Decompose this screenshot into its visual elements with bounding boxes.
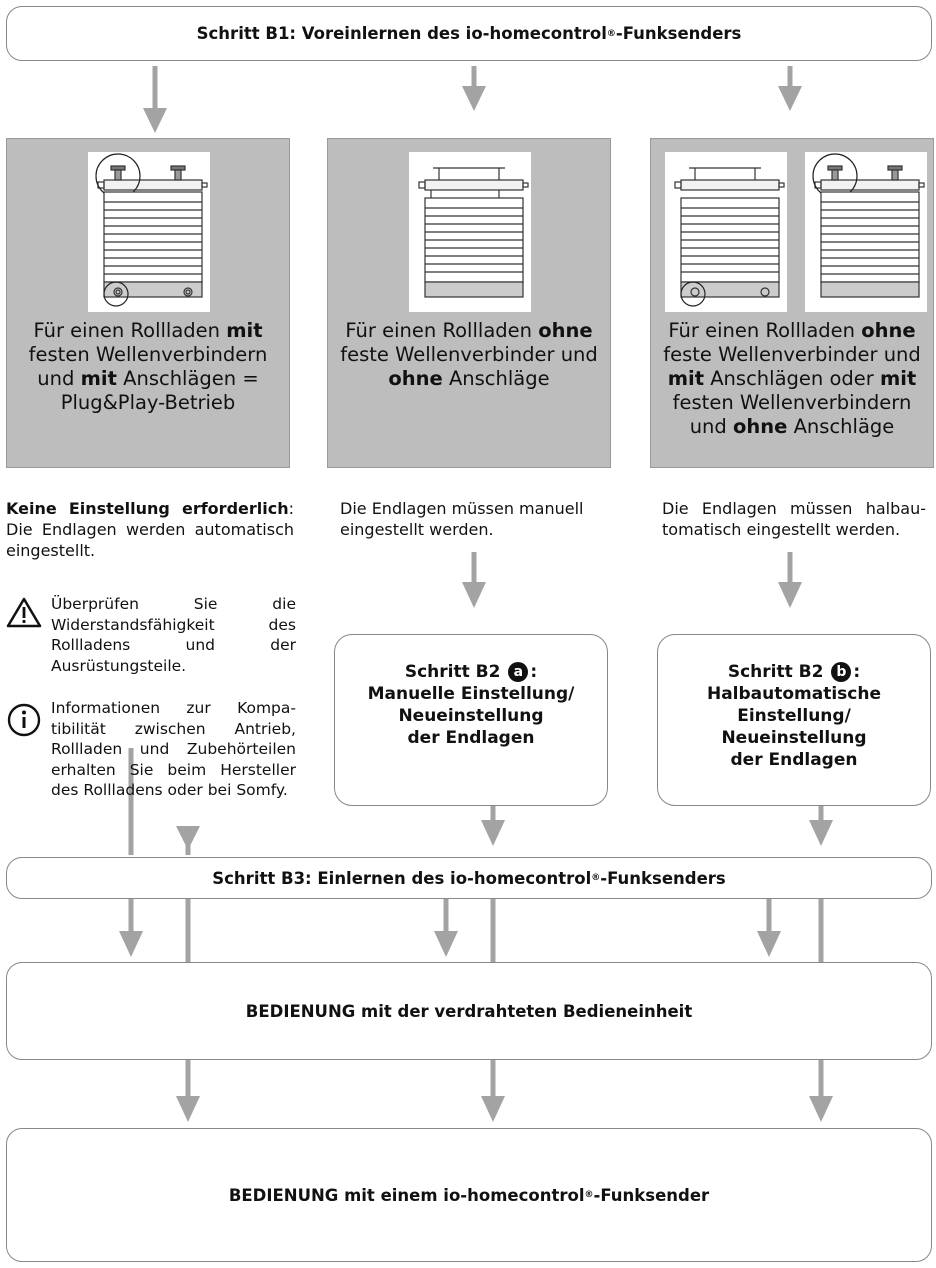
step-b2b-line: Einstellung/ [737, 706, 851, 726]
roller-shutter-image [805, 152, 927, 312]
roller-shutter-icon [418, 167, 529, 298]
step-b2b-title: Schritt B2 [727, 662, 824, 682]
panel-plug-and-play: Für einen Rollladen mit festen Wellenver… [6, 138, 290, 468]
middle-note-text: Die Endlagen müssen manuell eingestellt … [340, 499, 584, 539]
roller-shutter-image [665, 152, 787, 312]
info-circle-icon [7, 703, 41, 737]
radio-operation-label: BEDIENUNG mit einem io-homecontrol [228, 1185, 585, 1205]
step-b3-suffix: -Funksenders [600, 868, 726, 888]
panel-manual: Für einen Rollladen ohne feste Wellenver… [327, 138, 611, 468]
radio-operation-box: BEDIENUNG mit einem io-homecontrol®-Funk… [6, 1128, 932, 1262]
roller-shutter-icon [812, 153, 925, 298]
middle-note: Die Endlagen müssen manuell eingestellt … [340, 498, 610, 540]
step-b2b-line: der Endlagen [730, 750, 858, 770]
badge-a-icon: a [508, 662, 529, 682]
right-note-text: Die Endlagen müssen halbau-tomatisch ein… [662, 499, 926, 539]
step-b3-label: Schritt B3: Einlernen des io-homecontrol [212, 868, 592, 888]
roller-shutter-icon [95, 153, 208, 307]
badge-b-icon: b [831, 662, 852, 682]
registered-mark: ® [606, 28, 616, 39]
step-b2b-line: Halbautomatische [706, 684, 882, 704]
left-note-bold: Keine Einstellung erforderlich [6, 499, 289, 518]
info-text: Informationen zur Kompa-tibilität zwisch… [51, 699, 296, 799]
step-b2a-box: Schritt B2 a: Manuelle Einstellung/ Neue… [334, 634, 608, 806]
step-b2a-line: Manuelle Einstellung/ [367, 684, 575, 704]
warning-note: Überprüfen Sie die Widerstandsfähigkeit … [6, 594, 296, 684]
panel-2-caption: Für einen Rollladen ohne feste Wellenver… [340, 319, 598, 390]
step-b2b-line: Neueinstellung [721, 728, 867, 748]
step-b2b-box: Schritt B2 b: Halbautomatische Einstellu… [657, 634, 931, 806]
left-note: Keine Einstellung erforderlich: Die Endl… [6, 498, 294, 561]
left-note-text: : Die Endlagen werden automatisch einges… [6, 499, 294, 560]
panel-1-caption: Für einen Rollladen mit festen Wellenver… [28, 319, 268, 414]
step-b1-box: Schritt B1: Voreinlernen des io-homecont… [6, 6, 932, 61]
wired-operation-box: BEDIENUNG mit der verdrahteten Bedienein… [6, 962, 932, 1060]
step-b2a-line: Neueinstellung [398, 706, 544, 726]
registered-mark: ® [591, 873, 601, 883]
warning-text: Überprüfen Sie die Widerstandsfähigkeit … [51, 595, 296, 675]
step-b3-box: Schritt B3: Einlernen des io-homecontrol… [6, 857, 932, 899]
roller-shutter-icon [674, 167, 785, 307]
step-b1-suffix: -Funksenders [615, 24, 742, 43]
step-b1-label: Schritt B1: Voreinlernen des io-homecont… [196, 24, 607, 43]
step-b2a-line: der Endlagen [407, 728, 535, 748]
panel-3-caption: Für einen Rollladen ohne feste Wellenver… [663, 319, 921, 438]
warning-triangle-icon [6, 597, 42, 628]
radio-operation-suffix: -Funksender [593, 1185, 710, 1205]
registered-mark: ® [584, 1190, 594, 1200]
right-note: Die Endlagen müssen halbau-tomatisch ein… [662, 498, 926, 540]
step-b2a-title: Schritt B2 [404, 662, 501, 682]
wired-operation-label: BEDIENUNG mit der verdrahteten Bedienein… [245, 1001, 693, 1021]
roller-shutter-image [409, 152, 531, 312]
roller-shutter-image [88, 152, 210, 312]
info-note: Informationen zur Kompa-tibilität zwisch… [6, 698, 296, 828]
panel-semi-automatic: Für einen Rollladen ohne feste Wellenver… [650, 138, 934, 468]
